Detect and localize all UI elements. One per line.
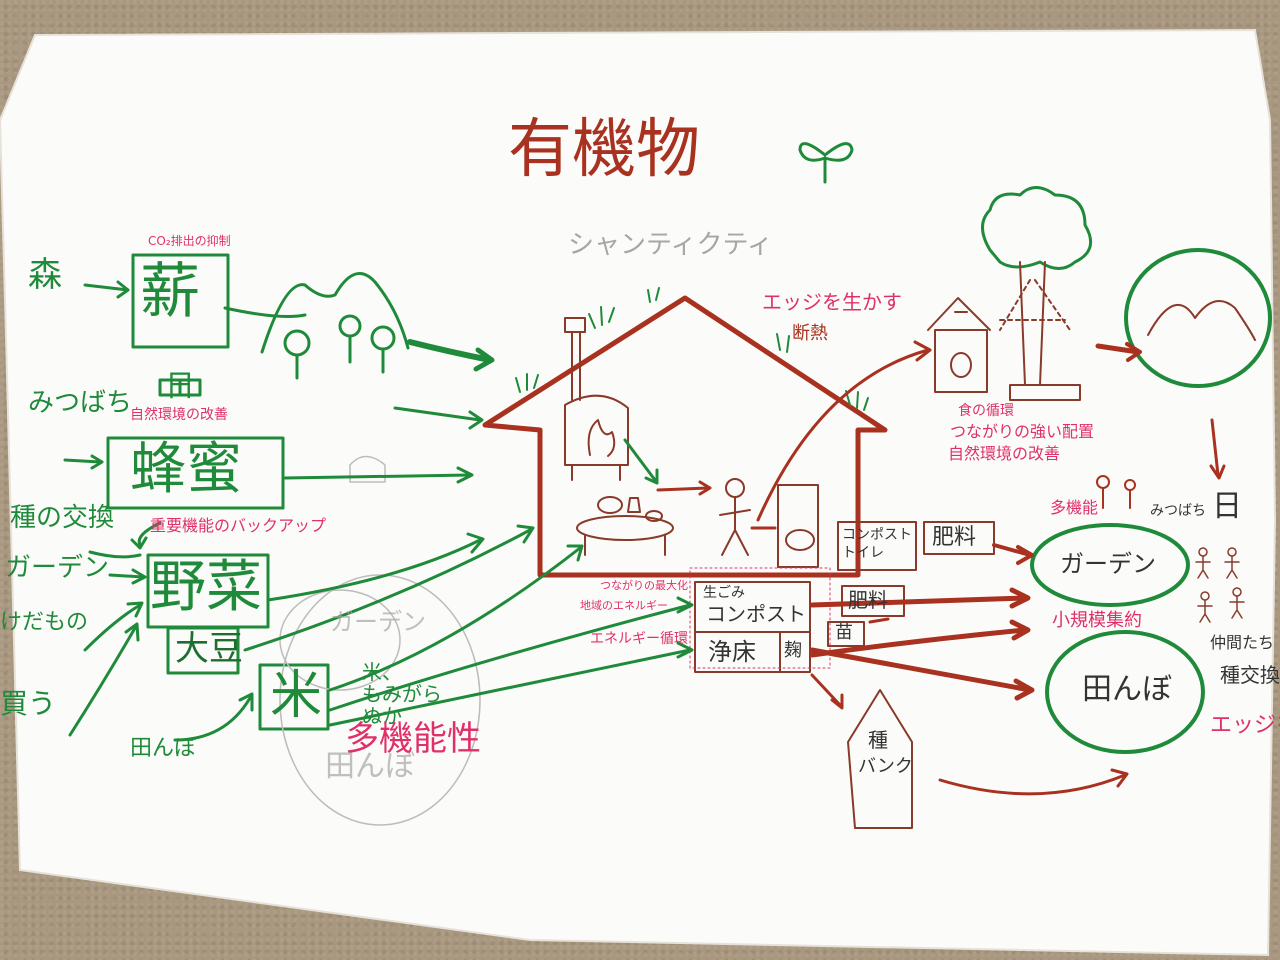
shoukibo-label: 小規模集約 [1052,610,1142,631]
tane-bank-label-1: 種 [868,728,888,752]
hi-symbol-left: 日 [165,369,195,404]
yasai-note: 重要機能のバックアップ [150,516,327,535]
hiryou-label-2: 肥料 [848,588,888,612]
mori-label: 森 [28,255,62,295]
hi-symbol-right: 日 [1212,489,1242,524]
edge-right: エッジを [1210,713,1280,738]
garden-faint: ガーデン [330,608,426,636]
nae-label: 苗 [835,622,853,643]
takinou-label: 多機能性 [345,719,481,759]
subtitle: シャンティクティ [568,230,773,260]
tanbo-faint: 田んぼ [325,749,415,784]
tanbo-right: 田んぼ [1082,672,1172,707]
mitsubachi-label: みつばち [28,388,133,418]
mitsubachi-right: みつばち [1150,503,1206,519]
maki-note: CO₂排出の抑制 [148,234,231,248]
nakama-label: 仲間たち [1210,633,1275,652]
kome-box-label: 米 [270,666,323,726]
hachimitsu-note: 自然環境の改善 [130,407,228,423]
page-title: 有機物 [508,113,700,187]
house-outline [482,295,888,578]
edge-label: エッジを生かす [762,290,902,314]
energy-note-2: エネルギー循環 [590,631,688,647]
koji-label: 麹 [784,640,802,661]
dannetsu-label: 断熱 [792,323,828,344]
tane-bank-label-2: バンク [858,756,913,777]
tanbo-label-left: 田んぼ [130,736,197,761]
kome-note-3: ぬか [362,704,402,728]
maki-box-label: 薪 [140,257,200,327]
jousou-label: 浄床 [708,638,756,666]
daizu-box-label: 大豆 [175,629,243,669]
right-note-3: 自然環境の改善 [948,444,1061,463]
namagomi-label: 生ごみ [703,585,745,601]
tsunagari-note: つながりの最大化 [600,579,688,592]
hiryou-label-1: 肥料 [932,525,977,550]
compost-toilet-label: コンポストトイレ [842,527,912,562]
right-note-1: 食の循環 [958,403,1014,419]
kau-label: 買う [0,687,57,720]
compost-label: コンポスト [706,602,806,626]
kome-note-1: 米、 [362,660,402,684]
tane-koukan-right: 種交換 [1220,663,1280,687]
garden-label-left: ガーデン [5,553,110,583]
kedamono-label: けだもの [0,610,89,635]
energy-note-1: 地域のエネルギー [580,599,668,612]
right-note-2: つながりの強い配置 [950,422,1095,441]
yasai-box-label: 野菜 [150,555,262,620]
tane-koukan-label: 種の交換 [10,503,115,533]
hachimitsu-box-label: 蜂蜜 [130,437,242,502]
kome-note-2: もみがら [362,682,442,706]
takinou-right: 多機能 [1050,498,1099,517]
garden-right: ガーデン [1060,550,1156,578]
